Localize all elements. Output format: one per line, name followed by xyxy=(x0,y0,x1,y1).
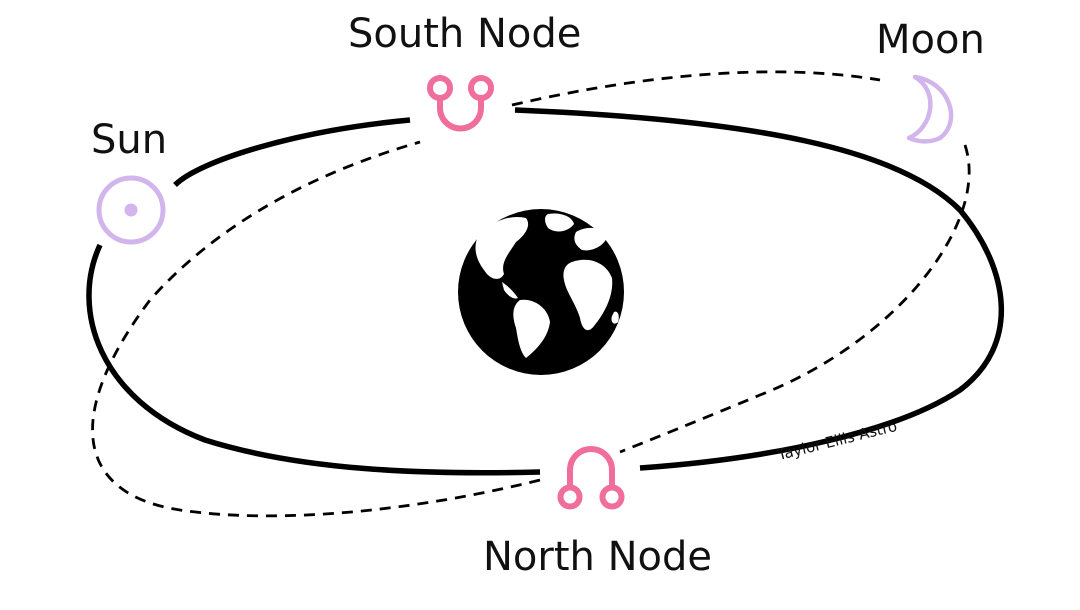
south-node-symbol-icon xyxy=(427,75,494,132)
lunar-orbit xyxy=(91,70,971,518)
crescent-moon-icon xyxy=(906,74,954,144)
sun-label: Sun xyxy=(91,117,168,163)
north-node-symbol-icon xyxy=(557,446,625,510)
moon-label: Moon xyxy=(876,17,985,63)
north-node-label: North Node xyxy=(483,534,712,580)
ecliptic-orbit xyxy=(86,107,1004,476)
sun-symbol-icon xyxy=(96,175,166,245)
south-node-label: South Node xyxy=(348,11,582,57)
earth-globe-icon xyxy=(458,209,624,375)
